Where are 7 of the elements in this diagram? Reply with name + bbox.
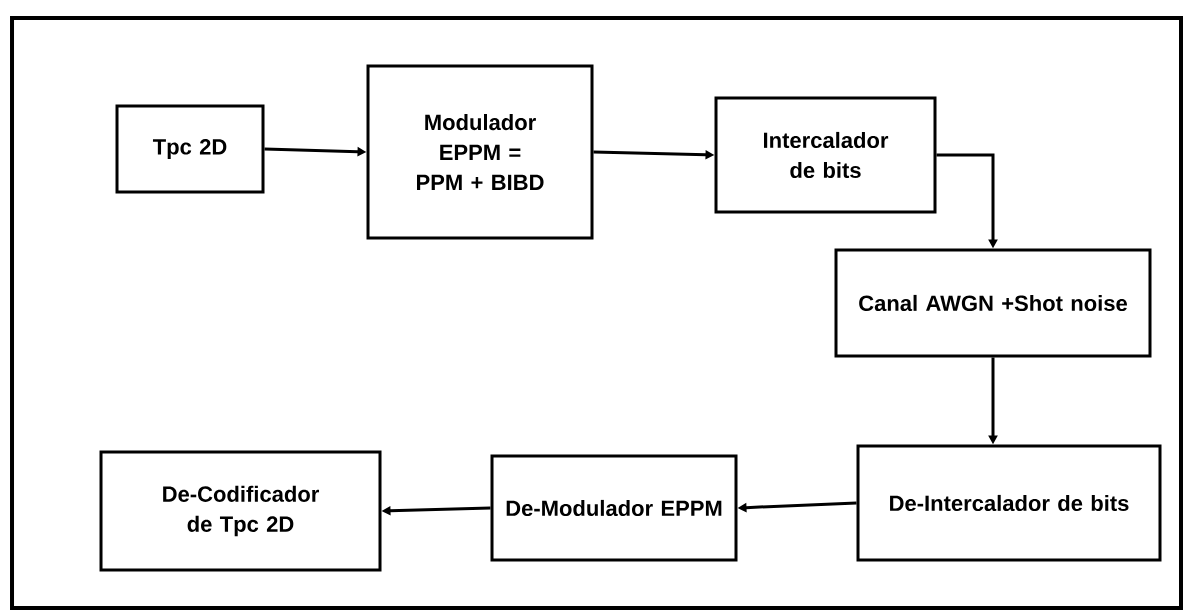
process-box: De-Modulador EPPM — [490, 454, 738, 562]
process-box: Modulador EPPM = PPM + BIBD — [366, 64, 594, 240]
process-box: De-Codificador de Tpc 2D — [99, 450, 382, 572]
process-box: De-Intercalador de bits — [856, 444, 1162, 562]
process-box: Canal AWGN +Shot noise — [834, 248, 1152, 358]
process-box: Tpc 2D — [115, 104, 265, 194]
process-box: Intercalador de bits — [714, 96, 937, 214]
